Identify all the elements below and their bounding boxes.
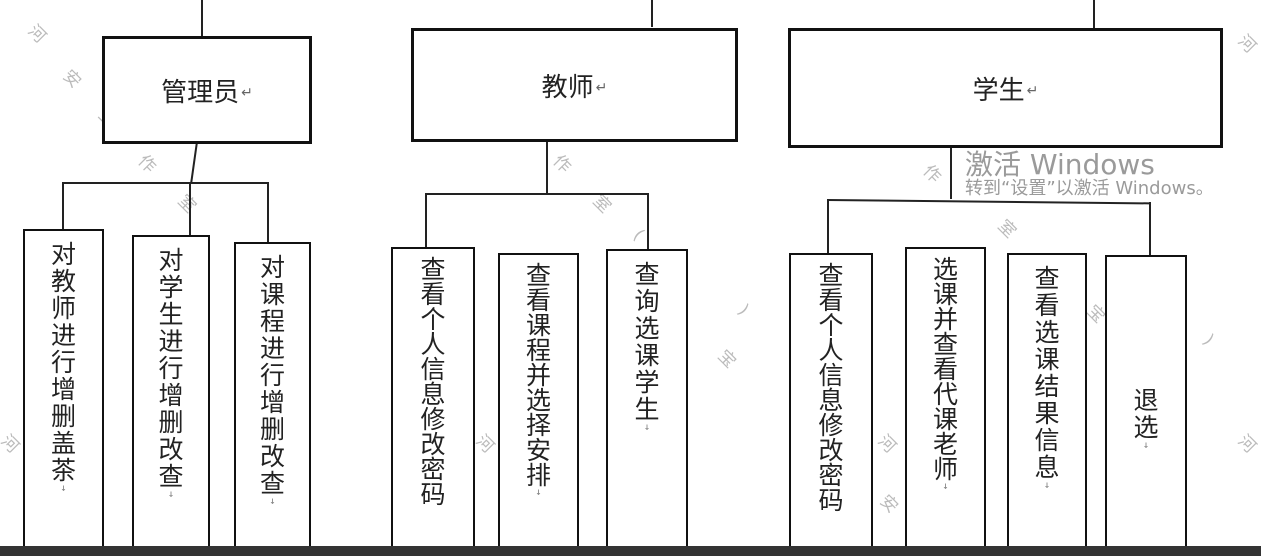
- return-mark: ↵: [1026, 83, 1039, 99]
- function-label: 查看选课结果信息: [1034, 264, 1060, 482]
- taskbar: [0, 546, 1261, 556]
- role-box-student: 学生↵: [788, 28, 1223, 148]
- function-label: 选课并查看代课老师: [932, 255, 958, 484]
- return-mark: ↵: [241, 85, 253, 101]
- role-label: 学生: [972, 75, 1025, 106]
- function-label: 对教师进行增删盖茶: [50, 240, 76, 485]
- role-box-admin: 管理员↵: [102, 36, 312, 144]
- return-mark: ꜜ: [61, 484, 66, 499]
- return-mark: ꜜ: [943, 482, 948, 497]
- role-box-teacher: 教师↵: [411, 28, 738, 142]
- function-label: 查看个人信息修改密码: [818, 261, 844, 515]
- role-label: 教师: [541, 72, 594, 103]
- function-box: 查看个人信息修改密码: [789, 253, 873, 546]
- function-label: 对课程进行增删改查: [259, 253, 285, 498]
- activation-title: 激活 Windows: [965, 148, 1155, 181]
- return-mark: ꜜ: [1143, 441, 1149, 456]
- return-mark: ꜜ: [536, 488, 541, 503]
- return-mark: ꜜ: [168, 490, 174, 505]
- return-mark: ꜜ: [270, 497, 275, 512]
- windows-activation-notice: 激活 Windows 转到“设置”以激活 Windows。: [965, 150, 1214, 198]
- function-label: 查看课程并选择安排: [525, 261, 551, 490]
- role-label: 管理员: [161, 77, 240, 108]
- return-mark: ꜜ: [644, 423, 650, 438]
- function-label: 退选: [1133, 386, 1159, 442]
- return-mark: ꜜ: [1044, 481, 1050, 496]
- function-label: 查看个人信息修改密码: [420, 255, 446, 509]
- function-label: 查询选课学生: [634, 260, 660, 424]
- return-mark: ↵: [595, 80, 608, 96]
- activation-subtitle: 转到“设置”以激活 Windows。: [965, 178, 1214, 199]
- function-label: 对学生进行增删改查: [158, 246, 184, 491]
- function-box: 查看个人信息修改密码: [391, 247, 475, 546]
